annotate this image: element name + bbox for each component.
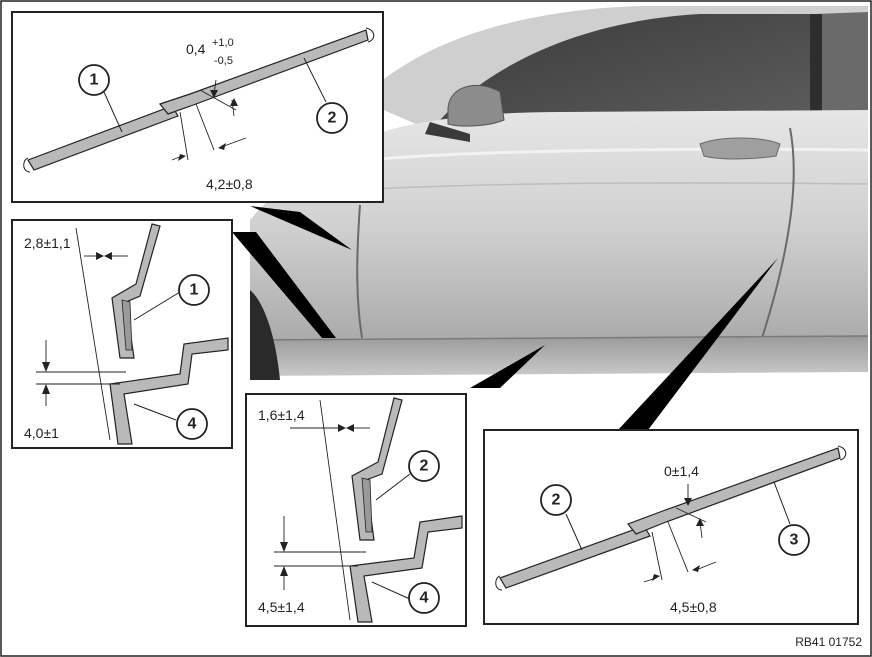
gap-tol-minus-label: -0,5 (214, 55, 233, 67)
detail-top-left: 1 2 0,4 +1,0 -0,5 4,2±0,8 (11, 11, 384, 203)
dim-top-bottom-center: 1,6±1,4 (258, 407, 305, 423)
rear-door-cut-line (761, 127, 795, 339)
side-window (430, 14, 815, 134)
detail-bottom-right: 2 3 0±1,4 4,5±0,8 (483, 429, 859, 625)
dim-top-mid-left: 2,8±1,1 (24, 235, 71, 251)
detail-bottom-right-callout-3: 3 (790, 532, 799, 549)
overlap-label-bottom-right: 4,5±0,8 (670, 599, 717, 615)
gap-label-bottom-right: 0±1,4 (664, 463, 699, 479)
detail-mid-left-callout-1: 1 (190, 282, 199, 299)
door-panel (250, 110, 868, 345)
dim-bottom-mid-left: 4,0±1 (24, 425, 59, 441)
detail-top-left-callout-1: 1 (90, 72, 99, 89)
side-mirror (447, 84, 505, 127)
car-side-view (249, 6, 869, 380)
detail-mid-left-callout-4: 4 (188, 416, 197, 433)
detail-mid-left: 1 4 2,8±1,1 4,0±1 (11, 219, 233, 449)
front-door-cut-line (356, 204, 363, 339)
gap-nominal-label: 0,4 (186, 41, 206, 57)
overlap-label-top-left: 4,2±0,8 (206, 176, 253, 192)
dim-bottom-bottom-center: 4,5±1,4 (258, 599, 305, 615)
detail-pointers (232, 206, 778, 430)
door-handle (699, 137, 781, 160)
detail-bottom-center-callout-2: 2 (420, 458, 429, 475)
detail-bottom-right-callout-2: 2 (552, 492, 561, 509)
b-pillar (810, 14, 822, 118)
reference-code: RB41 01752 (795, 635, 862, 649)
gap-tol-plus-label: +1,0 (212, 37, 234, 49)
detail-bottom-center: 2 4 1,6±1,4 4,5±1,4 (245, 393, 467, 627)
detail-top-left-callout-2: 2 (328, 110, 337, 127)
side-sill (250, 336, 868, 376)
wheel-arch (250, 290, 280, 380)
detail-bottom-center-callout-4: 4 (420, 590, 429, 607)
